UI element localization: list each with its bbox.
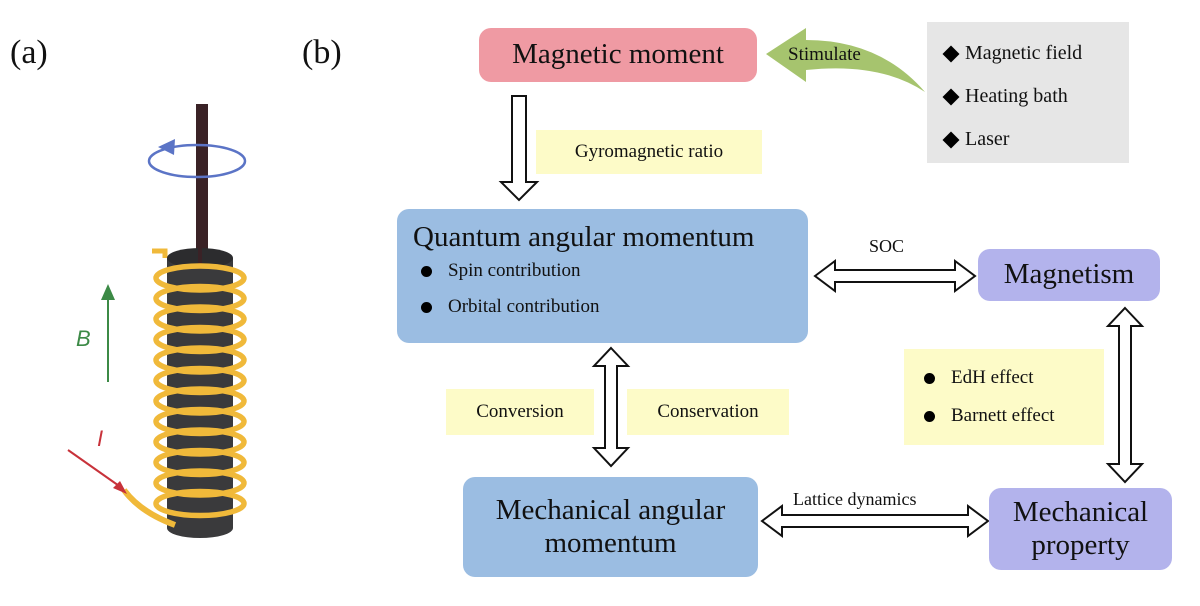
node-magnetism-title: Magnetism: [1003, 258, 1135, 291]
lattice-dynamics-label: Lattice dynamics: [793, 489, 917, 509]
stimulus-item: Heating bath: [942, 75, 1129, 118]
node-mech-ang-line2: momentum: [544, 527, 677, 559]
coil-turn: [153, 324, 247, 355]
coil-turn: [153, 406, 247, 437]
field-label-b: B: [76, 326, 91, 351]
node-mech-ang-line1: Mechanical angular: [495, 493, 726, 526]
current-label-i: I: [97, 426, 104, 451]
effect-item-edh: EdH effect: [924, 367, 1033, 389]
node-magnetism: Magnetism: [978, 249, 1160, 301]
coil-turn: [153, 345, 247, 375]
rotation-arrow-icon: [147, 139, 247, 179]
panel-a-label: (a): [10, 34, 48, 71]
panel-b-label: (b): [302, 34, 342, 71]
stimulus-item: Laser: [942, 118, 1129, 161]
coil-winding: [153, 263, 247, 519]
coil-turn: [153, 365, 247, 396]
coil-turn: [153, 386, 247, 416]
einstein-de-haas-apparatus-illustration: [67, 104, 247, 538]
note-gyromagnetic-ratio: Gyromagnetic ratio: [536, 130, 762, 174]
bullet-dot-icon: [924, 372, 935, 384]
bullet-dot-icon: [421, 265, 432, 277]
coil-turn: [153, 283, 247, 314]
node-mechanical-angular-momentum: Mechanical angular momentum: [463, 477, 758, 577]
gyromagnetic-ratio-label: Gyromagnetic ratio: [574, 141, 724, 162]
node-mech-prop-line1: Mechanical: [1012, 495, 1149, 528]
coil-turn: [153, 263, 247, 293]
gyromagnetic-down-arrow-icon: [498, 95, 540, 202]
magnetic-field-arrow-icon: [101, 284, 115, 382]
node-mechanical-property: Mechanical property: [989, 488, 1172, 570]
node-magnetic-moment: Magnetic moment: [479, 28, 757, 82]
note-effects: EdH effect Barnett effect: [904, 349, 1104, 445]
coil-lead: [121, 488, 177, 528]
node-magnetic-moment-title: Magnetic moment: [512, 38, 724, 71]
conversion-double-arrow-icon: [591, 346, 631, 468]
bullet-dot-icon: [421, 301, 432, 313]
note-conservation: Conservation: [627, 389, 789, 435]
quantum-item-spin: Spin contribution: [421, 260, 580, 282]
spin-contribution-label: Spin contribution: [448, 260, 581, 282]
soc-double-arrow-icon: [813, 259, 977, 293]
stimuli-box: Magnetic field Heating bath Laser: [927, 22, 1129, 163]
conversion-label: Conversion: [476, 401, 564, 422]
coil-turn: [153, 427, 247, 457]
conservation-label: Conservation: [657, 401, 759, 422]
stimulus-heating-bath: Heating bath: [965, 85, 1068, 107]
stimulus-magnetic-field: Magnetic field: [965, 42, 1083, 64]
coil-turn: [153, 304, 247, 334]
coil-turn: [153, 447, 247, 478]
node-mech-prop-line2: property: [1031, 529, 1130, 561]
coil-turn: [153, 468, 247, 498]
stimulus-laser: Laser: [965, 128, 1010, 150]
coil-turn: [153, 488, 247, 519]
soc-label: SOC: [869, 236, 905, 256]
effect-item-barnett: Barnett effect: [924, 405, 1055, 427]
node-quantum-title: Quantum angular momentum: [413, 221, 755, 253]
stimulate-arrow-icon: [766, 28, 925, 92]
diamond-bullet-icon: [942, 131, 960, 148]
current-arrow-icon: [67, 449, 127, 494]
node-quantum-angular-momentum: Quantum angular momentum Spin contributi…: [397, 209, 808, 343]
lattice-double-arrow-icon: [760, 504, 990, 538]
quantum-item-orbital: Orbital contribution: [421, 296, 599, 318]
stimulus-item: Magnetic field: [942, 32, 1129, 75]
effects-double-arrow-icon: [1105, 306, 1145, 484]
diamond-bullet-icon: [942, 45, 960, 62]
orbital-contribution-label: Orbital contribution: [448, 296, 600, 318]
note-conversion: Conversion: [446, 389, 594, 435]
bullet-dot-icon: [924, 410, 935, 422]
edh-effect-label: EdH effect: [951, 367, 1034, 388]
stimulate-label: Stimulate: [788, 44, 861, 65]
diamond-bullet-icon: [942, 88, 960, 105]
barnett-effect-label: Barnett effect: [951, 405, 1055, 426]
